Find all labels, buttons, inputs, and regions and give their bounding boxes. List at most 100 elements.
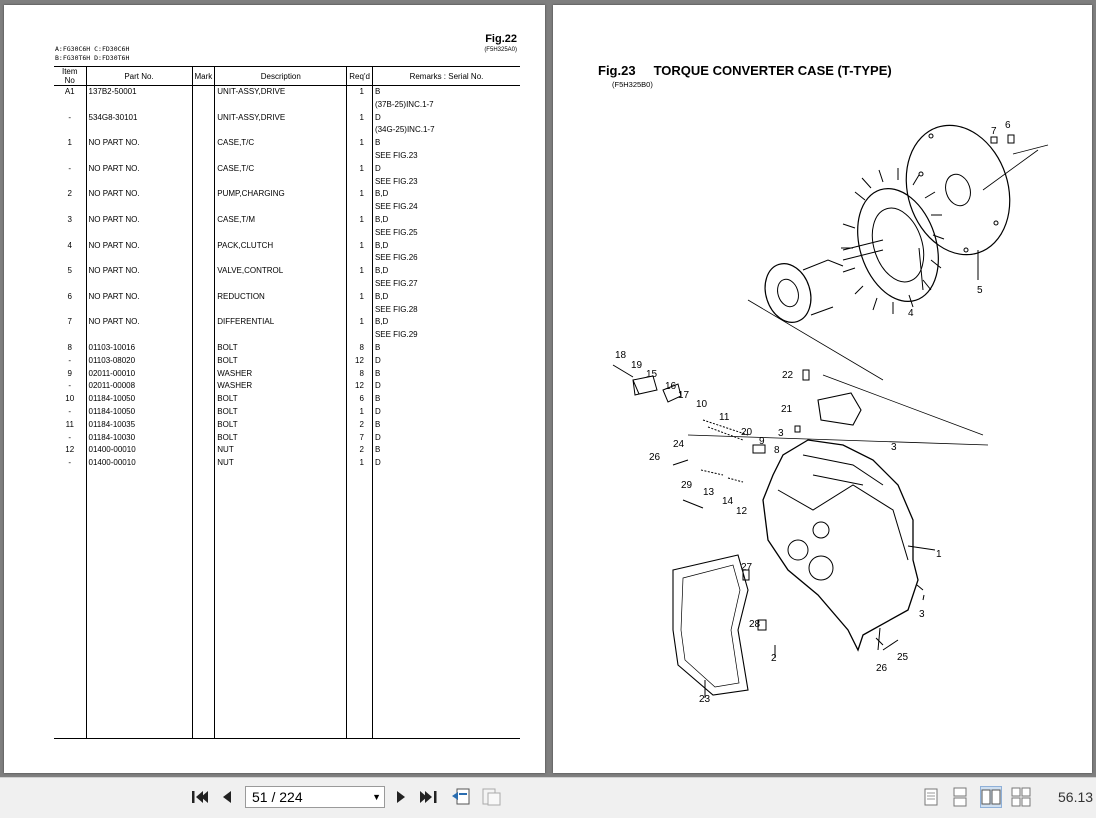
go-forward-view-button[interactable] — [480, 786, 502, 808]
table-cell-mark — [191, 239, 215, 253]
table-cell-item: - — [68, 112, 72, 122]
table-cell-mark — [191, 201, 215, 214]
table-cell-qty — [346, 175, 373, 189]
table-cell-part: 137B2-50001 — [85, 85, 192, 99]
chevron-down-icon[interactable]: ▼ — [372, 792, 381, 802]
fig-label: Fig.23 — [598, 63, 636, 78]
table-cell-part: 01184-10050 — [85, 405, 192, 419]
cover-plate — [817, 392, 862, 426]
table-cell-qty — [346, 303, 373, 317]
table-cell-rem: D — [371, 405, 520, 419]
callout-3a: 3 — [778, 428, 784, 439]
column-header: Item No — [54, 66, 86, 86]
table-cell-rem: (34G-25)INC.1-7 — [371, 124, 520, 138]
table-cell-desc — [214, 124, 347, 138]
callout-20: 20 — [741, 427, 753, 438]
table-cell-desc — [214, 175, 347, 189]
table-cell-rem: B,D — [371, 239, 520, 253]
two-page-view-button[interactable] — [980, 786, 1002, 808]
table-cell-desc: BOLT — [214, 418, 347, 432]
zoom-level[interactable]: 56.13 — [1058, 789, 1094, 805]
continuous-view-button[interactable] — [949, 786, 971, 808]
table-cell-mark — [191, 444, 215, 458]
table-cell-mark — [191, 290, 215, 304]
go-back-view-button[interactable] — [450, 786, 472, 808]
table-cell-item: 2 — [67, 189, 72, 199]
table-cell-rem: B — [371, 85, 520, 99]
table-header-row: Item No Part No. Mark Description Req'd … — [54, 66, 520, 86]
table-row: (34G-25)INC.1-7 — [54, 124, 520, 138]
table-cell-desc — [214, 277, 347, 291]
last-page-button[interactable] — [418, 786, 440, 808]
callout-15: 15 — [646, 369, 658, 380]
table-cell-mark — [191, 367, 215, 381]
table-cell-qty — [346, 201, 373, 214]
table-cell-item: 12 — [65, 445, 75, 455]
table-cell-mark — [191, 85, 215, 99]
exploded-parts-diagram: 6 7 5 4 18 19 15 22 16 17 21 10 11 3 20 … — [612, 120, 1049, 705]
single-page-view-button[interactable] — [920, 786, 942, 808]
table-cell-rem: B,D — [371, 188, 520, 202]
table-cell-item: 5 — [67, 266, 72, 276]
table-cell-qty — [346, 252, 373, 266]
table-cell-desc — [214, 98, 347, 112]
forward-view-icon — [482, 788, 501, 806]
table-cell-rem: B,D — [371, 265, 520, 278]
torque-converter-case — [762, 439, 919, 652]
table-cell-part — [85, 226, 192, 240]
charging-pump — [764, 263, 812, 323]
drive-plate — [905, 124, 1011, 256]
table-row: SEE FIG.25 — [54, 226, 520, 240]
table-cell-item: 7 — [67, 317, 72, 327]
table-cell-desc: PACK,CLUTCH — [214, 239, 347, 253]
table-cell-rem: (37B-25)INC.1-7 — [371, 98, 520, 112]
table-cell-rem: SEE FIG.23 — [371, 149, 520, 163]
table-cell-mark — [191, 124, 215, 138]
table-cell-desc — [214, 303, 347, 317]
first-page-icon — [192, 791, 208, 803]
table-cell-part: NO PART NO. — [85, 290, 192, 304]
table-cell-desc: UNIT-ASSY,DRIVE — [214, 111, 347, 125]
table-cell-part — [85, 277, 192, 291]
table-cell-rem: D — [371, 162, 520, 176]
table-cell-empty — [346, 469, 373, 739]
callout-3b: 3 — [891, 442, 897, 453]
first-page-button[interactable] — [188, 786, 210, 808]
table-row: SEE FIG.24 — [54, 201, 520, 214]
table-cell-part: 01103-10016 — [85, 341, 192, 355]
table-cell-desc: UNIT-ASSY,DRIVE — [214, 85, 347, 99]
table-cell-desc: WASHER — [214, 380, 347, 394]
table-row: SEE FIG.28 — [54, 303, 520, 317]
callout-11: 11 — [719, 412, 730, 423]
table-cell-mark — [191, 431, 215, 445]
table-cell-part — [85, 252, 192, 266]
table-cell-empty — [191, 469, 215, 739]
left-page: Fig.22 (F5H325A0) A:FG30C6H C:FD30C6H B:… — [4, 5, 545, 773]
table-cell-part — [85, 329, 192, 342]
callout-16: 16 — [665, 381, 677, 392]
table-cell-desc: NUT — [214, 457, 347, 470]
callout-5: 5 — [977, 285, 983, 296]
table-cell-qty: 12 — [346, 354, 373, 368]
table-cell-item — [54, 150, 86, 163]
callout-26b: 26 — [876, 663, 888, 674]
table-cell-desc — [214, 226, 347, 240]
table-cell-item: 8 — [67, 342, 72, 352]
table-cell-desc: PUMP,CHARGING — [214, 188, 347, 202]
table-cell-part: NO PART NO. — [85, 137, 192, 150]
table-cell-part — [85, 201, 192, 214]
page-number-input[interactable]: 51 / 224 ▼ — [245, 786, 385, 808]
table-row: (37B-25)INC.1-7 — [54, 98, 520, 112]
next-page-button[interactable] — [390, 786, 412, 808]
table-cell-mark — [191, 393, 215, 406]
two-page-continuous-view-button[interactable] — [1010, 786, 1032, 808]
previous-page-button[interactable] — [216, 786, 238, 808]
table-cell-empty — [54, 469, 86, 739]
table-cell-rem: D — [371, 431, 520, 445]
